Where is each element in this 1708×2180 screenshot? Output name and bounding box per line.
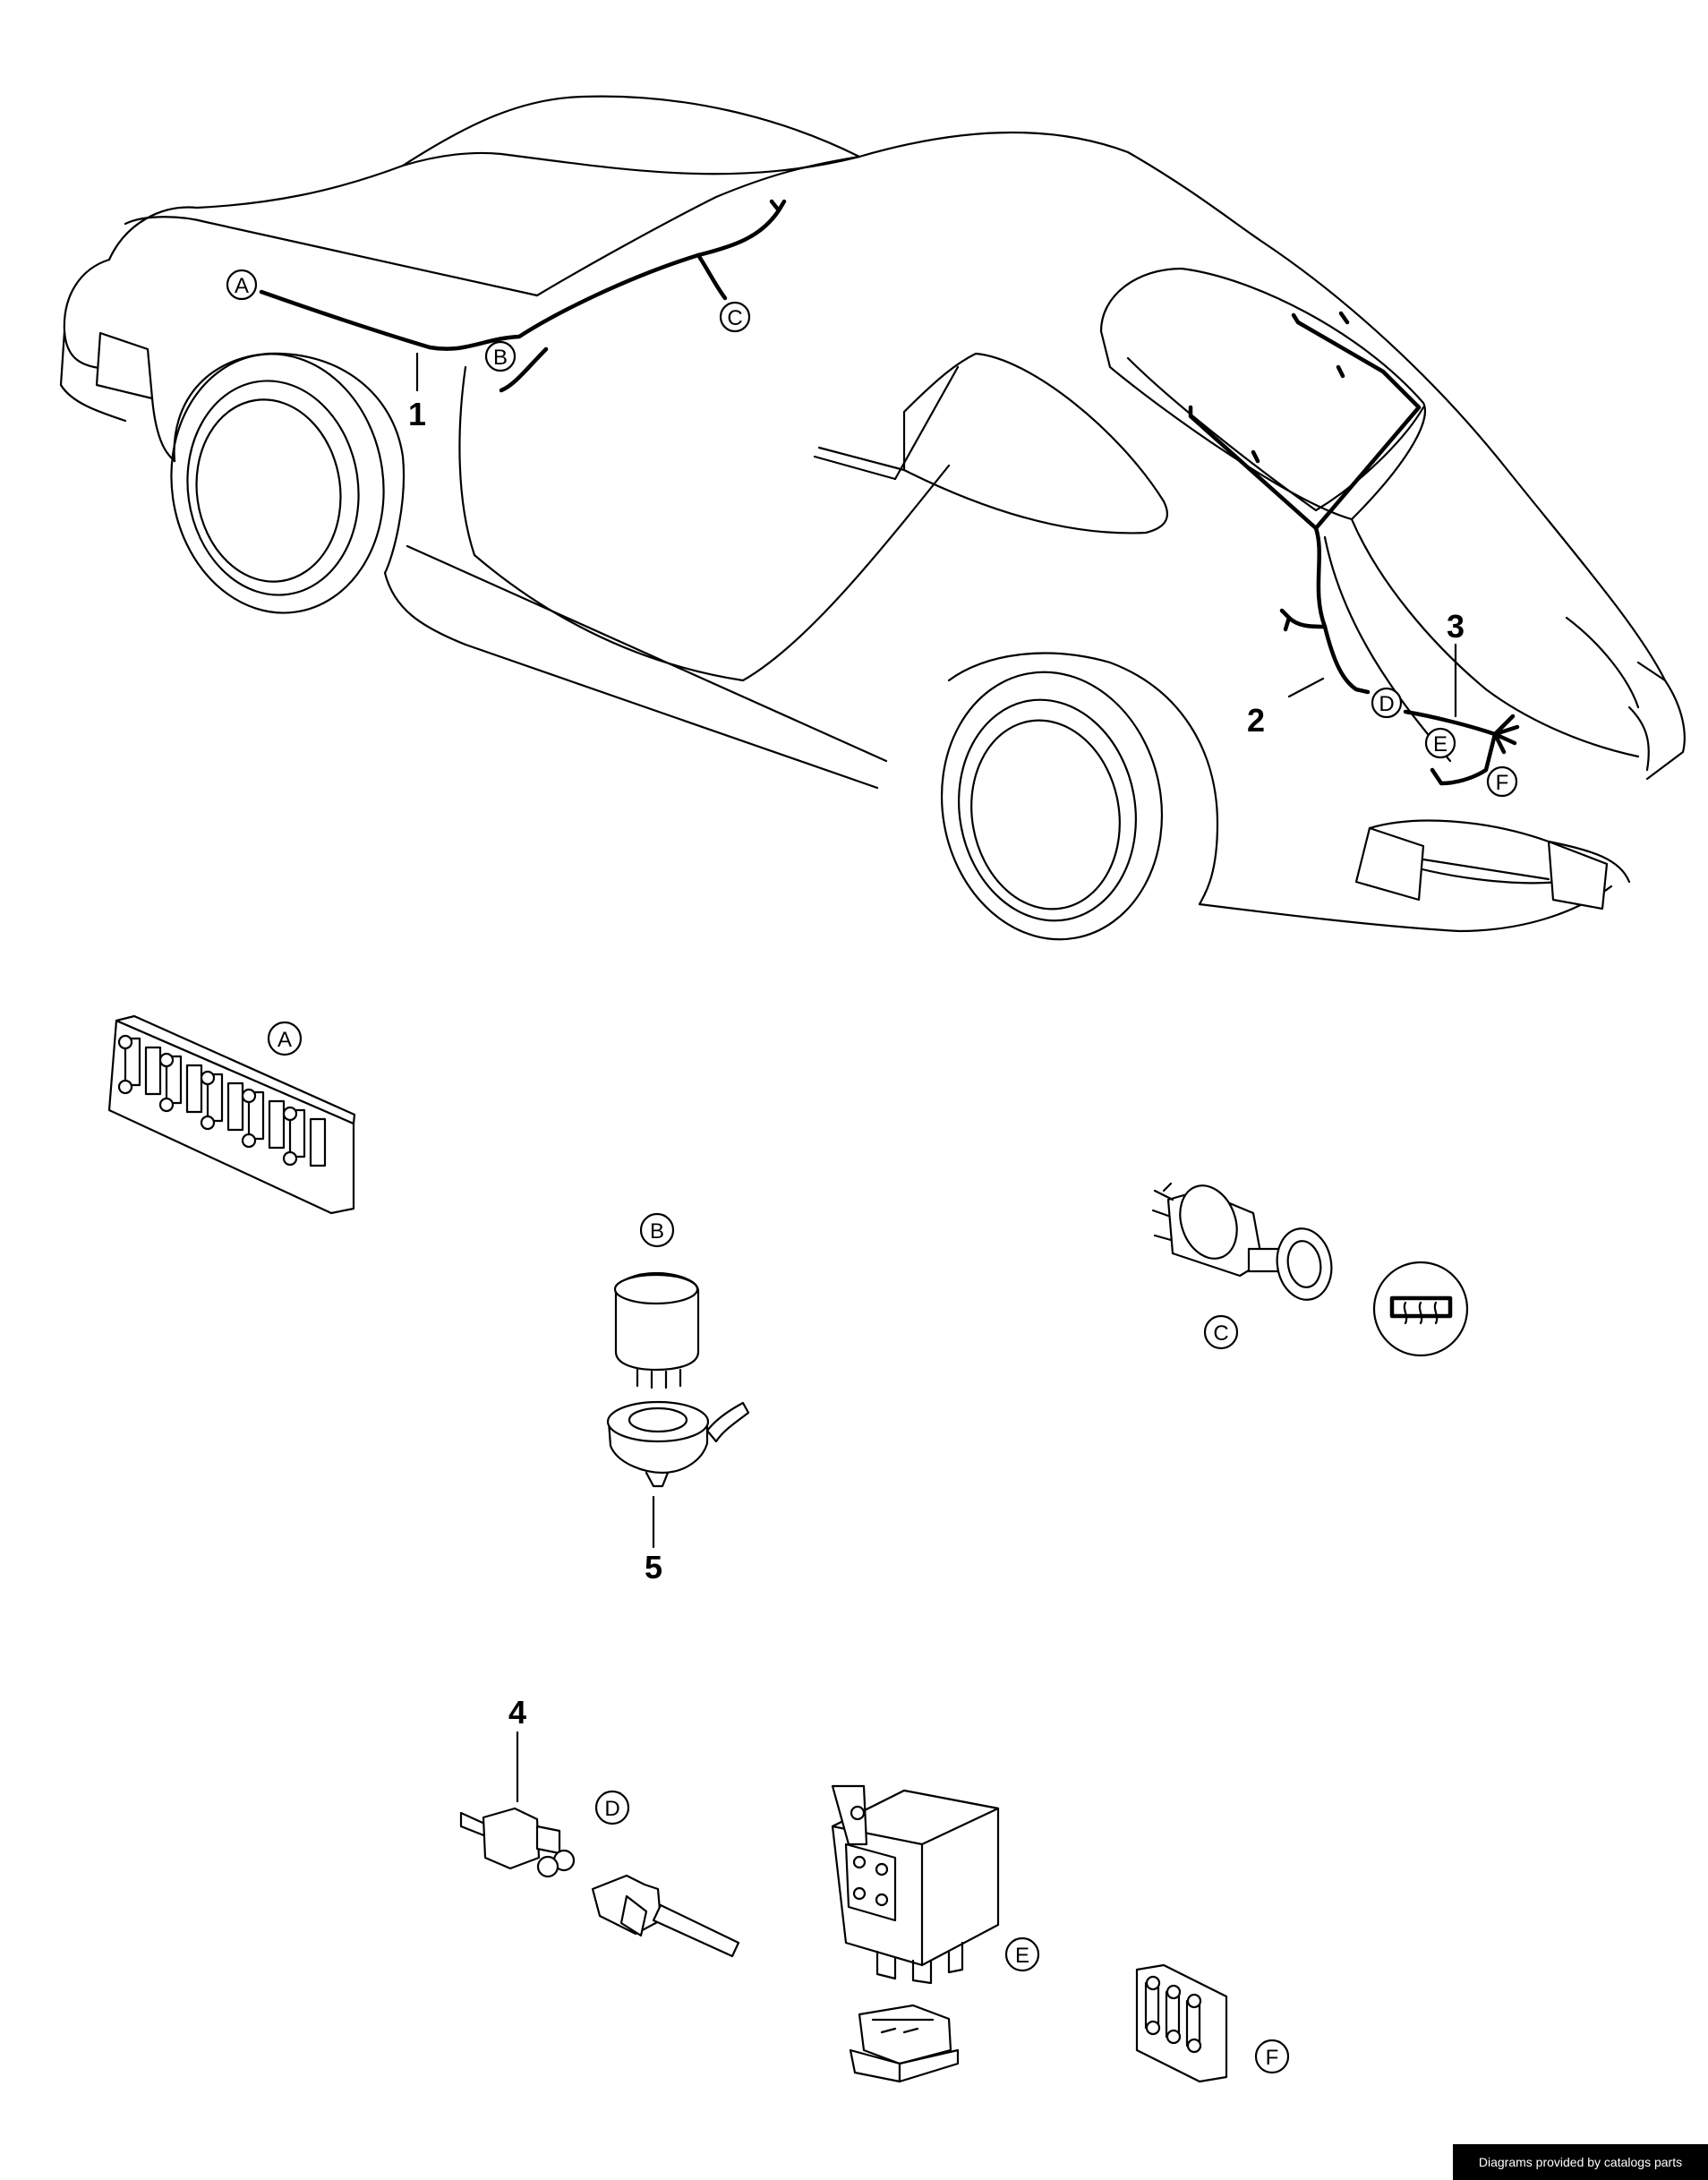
car-letter-a: A (226, 269, 258, 301)
control-unit-e (831, 1784, 1000, 1985)
callout-5: 5 (645, 1549, 662, 1586)
rear-window-defrost-icon (1372, 1261, 1469, 1357)
car-letter-f: F (1486, 765, 1518, 798)
detail-letter-a: A (267, 1021, 303, 1056)
connector-4 (459, 1731, 576, 1878)
connector-d-plug (591, 1874, 740, 1958)
rear-wheel (940, 671, 1164, 941)
control-unit-plug (849, 2004, 960, 2083)
svg-text:C: C (1213, 1321, 1228, 1346)
svg-text:B: B (493, 346, 508, 370)
front-wheel (170, 353, 385, 614)
car-outline (59, 95, 1686, 933)
wiring-harness-rear (1188, 311, 1520, 786)
fuse-box-a (107, 1014, 356, 1215)
wiring-harness-front (259, 199, 787, 393)
svg-text:B: B (650, 1219, 664, 1244)
rear-defrost-switch-c (1151, 1182, 1333, 1301)
svg-text:D: D (604, 1797, 619, 1821)
callout-3: 3 (1447, 608, 1465, 645)
svg-text:A: A (278, 1028, 292, 1052)
car-callout-lines (415, 352, 1457, 718)
relay-b (613, 1271, 700, 1389)
svg-text:E: E (1015, 1944, 1029, 1968)
car-letter-e: E (1424, 727, 1456, 759)
relay-socket (606, 1400, 750, 1549)
detail-letter-d: D (594, 1790, 630, 1825)
detail-letter-c: C (1203, 1314, 1239, 1350)
detail-letter-f: F (1254, 2039, 1290, 2074)
svg-text:F: F (1266, 2046, 1279, 2070)
detail-letter-e: E (1004, 1936, 1040, 1972)
svg-text:E: E (1433, 732, 1448, 757)
callout-1: 1 (408, 396, 426, 432)
svg-text:A: A (235, 274, 249, 298)
callout-2: 2 (1247, 702, 1265, 739)
fuse-box-f (1135, 1963, 1228, 2083)
svg-text:F: F (1496, 771, 1509, 795)
svg-text:C: C (727, 306, 742, 330)
car-letter-c: C (719, 301, 751, 333)
car-letter-b: B (484, 340, 517, 372)
callout-4: 4 (508, 1694, 526, 1731)
detail-letter-b: B (639, 1212, 675, 1248)
credit-banner: Diagrams provided by catalogs parts (1453, 2144, 1708, 2180)
car-letter-d: D (1371, 687, 1403, 719)
svg-text:D: D (1379, 692, 1394, 716)
